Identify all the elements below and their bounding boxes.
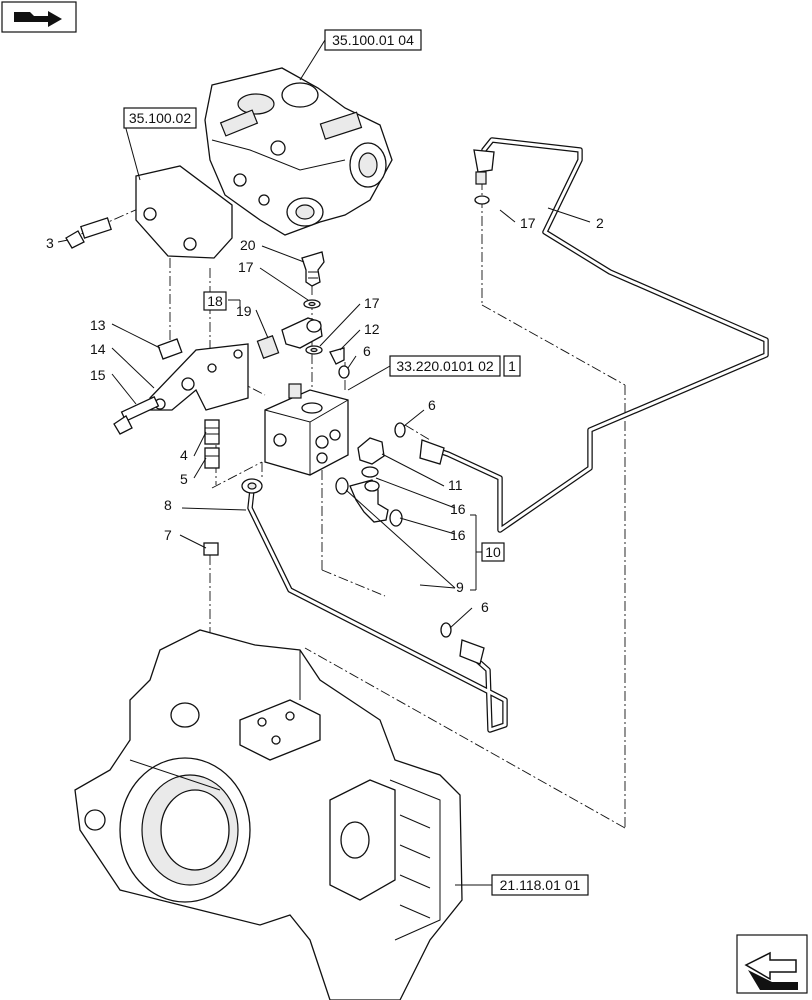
callout-16-upper[interactable]: 16	[450, 501, 466, 517]
item-box-10[interactable]: 10	[481, 542, 505, 562]
banjo-bolt-20[interactable]	[301, 251, 325, 287]
pipe-2[interactable]	[419, 137, 769, 533]
book-arrow-icon[interactable]	[1, 1, 77, 33]
callout-12[interactable]: 12	[364, 321, 380, 337]
item-box-18[interactable]: 18	[203, 291, 227, 311]
washer-17-pipe[interactable]	[474, 195, 490, 205]
callout-3[interactable]: 3	[46, 235, 54, 251]
ref-label-block: 33.220.0101 02	[396, 358, 494, 374]
transmission-housing[interactable]	[74, 629, 463, 1000]
ref-label-valve: 35.100.01 04	[332, 32, 414, 48]
cap-nut-11[interactable]	[357, 437, 385, 465]
callout-5[interactable]: 5	[180, 471, 188, 487]
bolt-4[interactable]	[204, 419, 220, 445]
callout-17-lower[interactable]: 17	[364, 295, 380, 311]
o-ring-16-lower[interactable]	[389, 509, 403, 527]
callout-6-mid[interactable]: 6	[428, 397, 436, 413]
pipe-8[interactable]	[241, 478, 508, 733]
item-box-1[interactable]: 1	[503, 355, 521, 377]
next-page-arrow-icon[interactable]	[736, 934, 808, 994]
ref-label-plate: 35.100.02	[129, 110, 191, 126]
cover-plate[interactable]	[135, 165, 233, 259]
callout-7[interactable]: 7	[164, 527, 172, 543]
banjo-fitting-18[interactable]	[256, 317, 323, 359]
plug-7[interactable]	[203, 542, 219, 556]
callout-14[interactable]: 14	[90, 341, 106, 357]
control-valve[interactable]	[204, 67, 393, 236]
ref-box-block[interactable]: 33.220.0101 02	[389, 355, 501, 377]
callout-leaders	[57, 39, 591, 886]
o-ring-9[interactable]	[335, 477, 349, 495]
ref-box-valve[interactable]: 35.100.01 04	[324, 29, 422, 51]
washer-17-lower[interactable]	[305, 345, 323, 355]
valve-block[interactable]	[264, 383, 349, 476]
ref-box-housing[interactable]: 21.118.01 01	[491, 874, 589, 896]
callout-19[interactable]: 19	[236, 303, 252, 319]
callout-2[interactable]: 2	[596, 215, 604, 231]
item-label-18: 18	[207, 293, 223, 309]
callout-11[interactable]: 11	[448, 477, 463, 493]
callout-4[interactable]: 4	[180, 447, 188, 463]
callout-20[interactable]: 20	[240, 237, 256, 253]
washer-17-upper[interactable]	[303, 299, 321, 309]
washer-6-bottom[interactable]	[440, 622, 452, 638]
ref-label-housing: 21.118.01 01	[500, 877, 581, 893]
callout-6-bottom[interactable]: 6	[481, 599, 489, 615]
callout-16-lower[interactable]: 16	[450, 527, 466, 543]
callout-8[interactable]: 8	[164, 497, 172, 513]
callout-6-top[interactable]: 6	[363, 343, 371, 359]
bolt-15[interactable]	[113, 395, 160, 435]
item-label-1: 1	[508, 358, 516, 374]
item-label-10: 10	[485, 544, 501, 560]
callout-13[interactable]: 13	[90, 317, 106, 333]
bolt-3[interactable]	[65, 217, 112, 249]
callout-9[interactable]: 9	[456, 579, 464, 595]
tee-fitting-10[interactable]	[349, 479, 389, 523]
washer-6-top[interactable]	[338, 365, 350, 379]
plug-12[interactable]	[329, 347, 345, 365]
washer-6-mid[interactable]	[394, 422, 406, 438]
o-ring-16-upper[interactable]	[361, 466, 379, 478]
ref-box-plate[interactable]: 35.100.02	[123, 107, 197, 129]
bolt-5[interactable]	[204, 447, 220, 469]
callout-17-pipe[interactable]: 17	[520, 215, 536, 231]
callout-15[interactable]: 15	[90, 367, 106, 383]
callout-numbers: 2 3 4 5 6 6 6 7 8 9 11 12 13 14 15 16 16…	[46, 215, 604, 615]
callout-17-upper[interactable]: 17	[238, 259, 254, 275]
bolt-13[interactable]	[157, 338, 183, 360]
